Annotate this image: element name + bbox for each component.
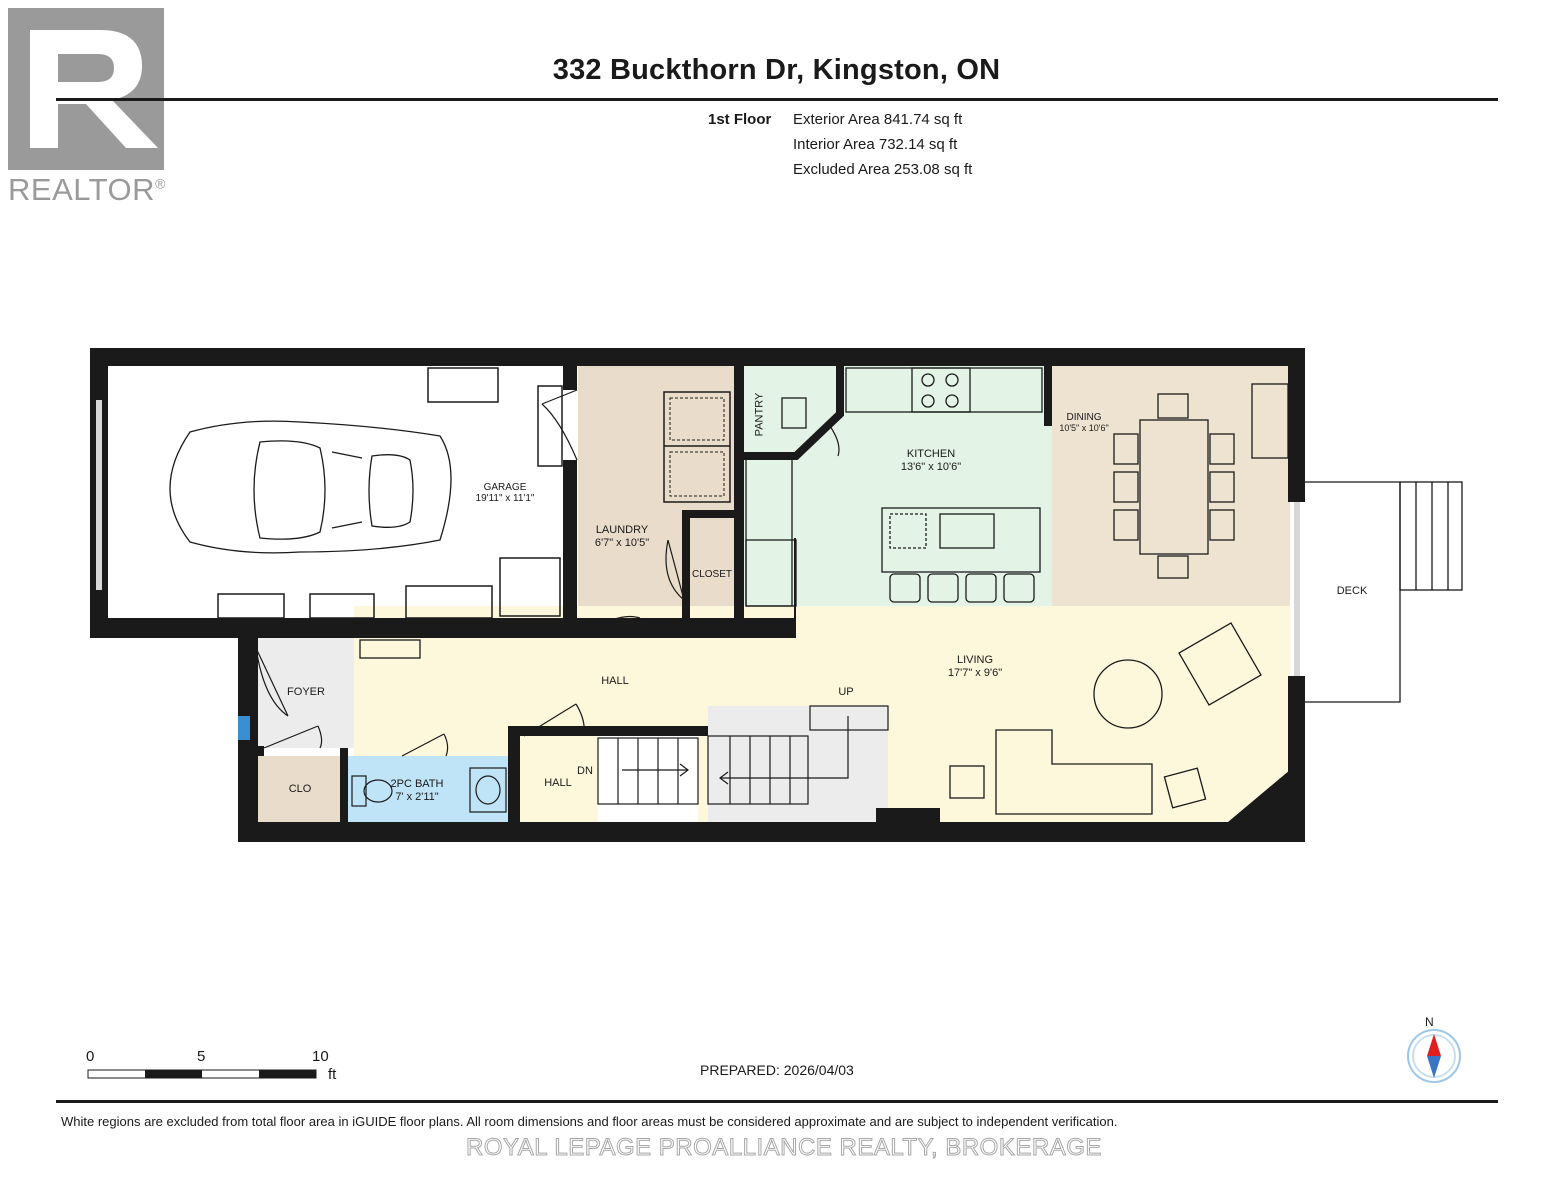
compass-north-label: N <box>1425 1015 1434 1029</box>
door-swings <box>255 389 840 757</box>
living-furniture <box>359 622 1262 815</box>
dining-fill <box>1052 366 1290 606</box>
front-door-light <box>238 716 250 740</box>
foyer-fill <box>256 638 354 748</box>
stairs-up-label: UP <box>838 686 854 698</box>
bath-fill <box>348 756 508 822</box>
kitchen-fill <box>744 366 1052 606</box>
dining-label: DINING 10'5" x 10'6" <box>1054 412 1114 434</box>
stairs <box>597 705 889 805</box>
laundry-appliances <box>663 391 731 503</box>
dining-name: DINING <box>1066 412 1102 423</box>
pantry-wall <box>744 366 844 460</box>
closet-label: CLOSET <box>691 569 732 580</box>
header-rule <box>56 98 1498 101</box>
kitchen-name: KITCHEN <box>906 448 956 460</box>
deck-door-window <box>1294 502 1300 676</box>
kitchen-dims: 13'6" x 10'6" <box>900 461 962 473</box>
realtor-wordmark: REALTOR <box>8 172 156 207</box>
garage-window <box>96 400 102 590</box>
interior-area: Interior Area 732.14 sq ft <box>793 136 958 153</box>
bath-label: 2PC BATH 7' x 2'11" <box>380 778 454 804</box>
living-label: LIVING 17'7" x 9'6" <box>930 654 1020 680</box>
page-title: 332 Buckthorn Dr, Kingston, ON <box>552 54 1001 86</box>
prepared-date: PREPARED: 2026/04/03 <box>700 1062 854 1078</box>
stairs-down-fill <box>598 736 698 822</box>
walls <box>90 348 1305 842</box>
dining-dims: 10'5" x 10'6" <box>1059 423 1109 433</box>
kitchen-label: KITCHEN 13'6" x 10'6" <box>888 448 974 474</box>
realtor-logo-text: REALTOR® <box>8 172 166 208</box>
garage-dims: 19'11" x 11'1" <box>475 493 535 504</box>
bath-name: 2PC BATH <box>390 778 444 790</box>
car-icon <box>169 420 452 554</box>
compass-icon <box>1407 1029 1461 1083</box>
garage-name: GARAGE <box>483 482 527 493</box>
scale-label-10: 10 <box>312 1048 329 1065</box>
laundry-label: LAUNDRY 6'7" x 10'5" <box>584 524 660 550</box>
realtor-logo: REALTOR® <box>8 8 184 208</box>
garage-fill <box>108 366 563 618</box>
dining-table <box>1113 383 1289 579</box>
stairs-up-fill <box>708 706 888 822</box>
kitchen-counters <box>745 367 1043 607</box>
hall-small-label: HALL <box>544 777 572 789</box>
laundry-dims: 6'7" x 10'5" <box>594 537 650 549</box>
garage-label: GARAGE 19'11" x 11'1" <box>462 482 548 504</box>
bath-dims: 7' x 2'11" <box>395 791 439 803</box>
registered-mark: ® <box>155 175 166 192</box>
realtor-r-mark-icon <box>8 8 164 170</box>
hall-main-label: HALL <box>601 675 629 687</box>
footer-rule <box>56 1100 1498 1103</box>
footer-disclaimer: White regions are excluded from total fl… <box>61 1114 1118 1129</box>
pantry-label: PANTRY <box>753 392 766 437</box>
deck-label: DECK <box>1336 585 1368 597</box>
clo-fill <box>258 756 340 822</box>
living-name: LIVING <box>956 654 994 666</box>
foyer-label: FOYER <box>287 686 325 698</box>
fireplace-label: F/P <box>1269 800 1285 811</box>
deck-structure <box>1305 481 1463 703</box>
living-dims: 17'7" x 9'6" <box>947 667 1003 679</box>
scale-label-5: 5 <box>197 1048 206 1065</box>
garage-storage <box>217 367 563 619</box>
floor-label: 1st Floor <box>708 111 772 128</box>
scale-bar <box>87 1069 317 1079</box>
small-hall-fill <box>520 736 598 822</box>
clo-label: CLO <box>288 783 312 795</box>
deck-fill <box>1304 482 1400 702</box>
stairs-down-label: DN <box>577 765 593 777</box>
scale-unit: ft <box>328 1066 337 1083</box>
brokerage-watermark: ROYAL LEPAGE PROALLIANCE REALTY, BROKERA… <box>466 1134 1102 1162</box>
laundry-name: LAUNDRY <box>595 524 649 536</box>
excluded-area: Excluded Area 253.08 sq ft <box>793 161 973 178</box>
scale-label-0: 0 <box>86 1048 95 1065</box>
bath-fixtures <box>351 767 507 813</box>
exterior-area: Exterior Area 841.74 sq ft <box>793 111 963 128</box>
